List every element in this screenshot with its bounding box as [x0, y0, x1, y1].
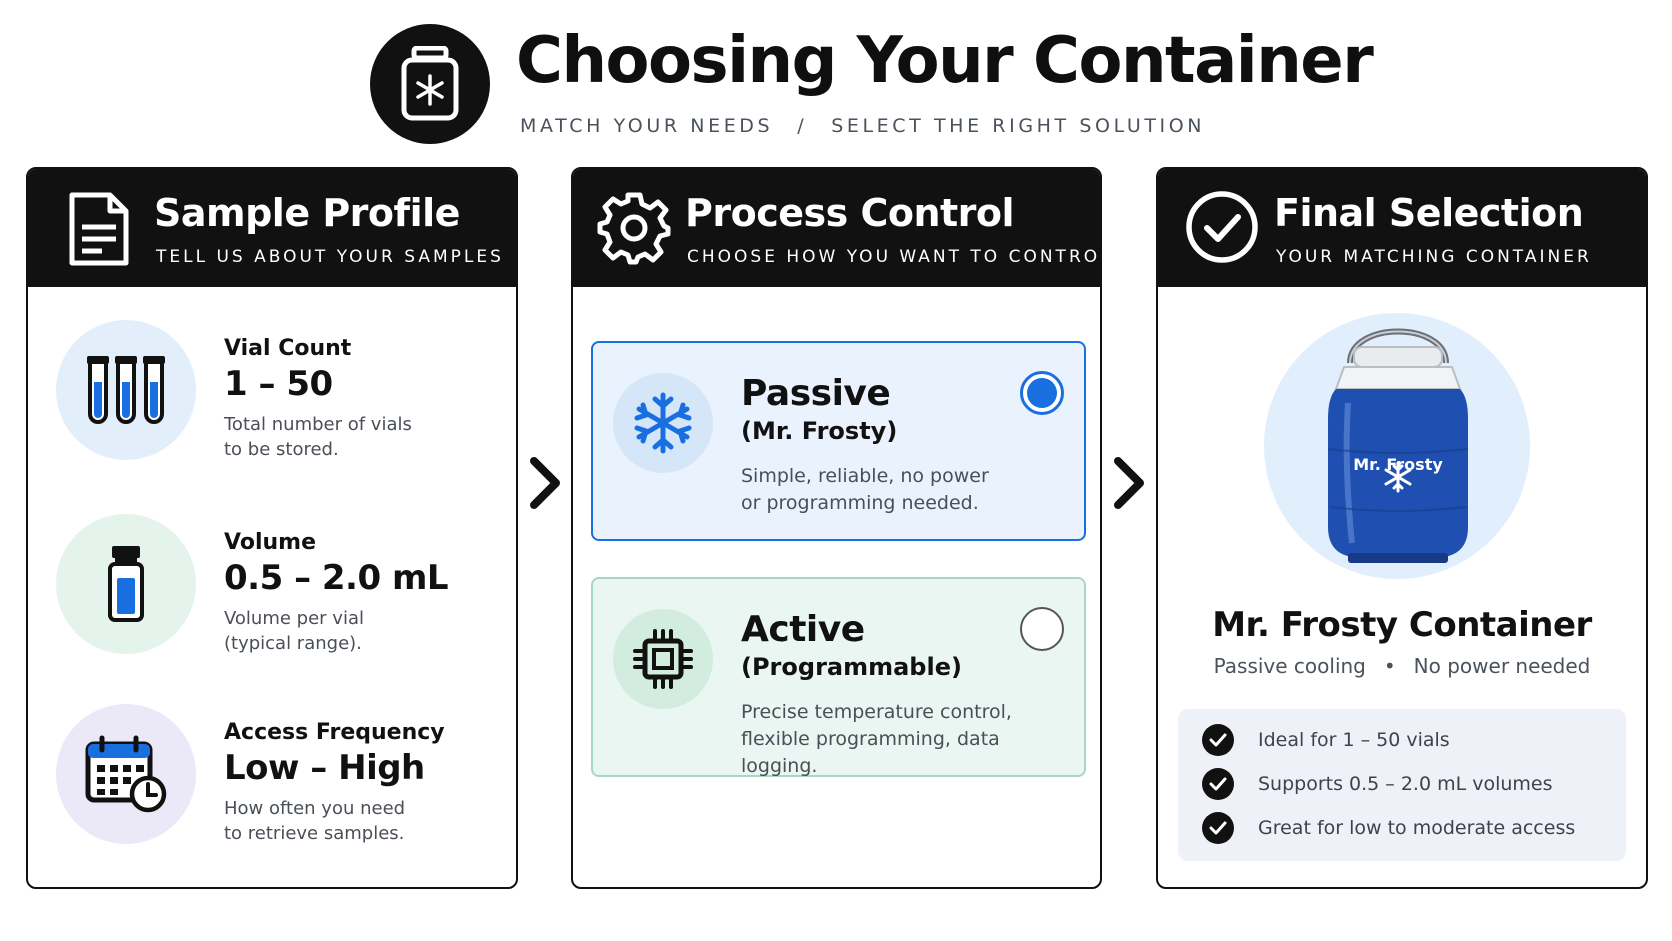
vial-count-value: 1 – 50: [224, 364, 333, 404]
process-control-title: Process Control: [685, 191, 1015, 235]
calendar-clock-icon: [85, 735, 167, 813]
vial-count-icon-circle: [56, 320, 196, 460]
final-selection-title: Final Selection: [1274, 191, 1584, 235]
radio-dot: [1027, 378, 1057, 408]
snowflake-icon: [634, 392, 692, 454]
vial-count-desc-line1: Total number of vials: [224, 414, 412, 435]
product-name: Mr. Frosty Container: [1212, 605, 1592, 645]
subtitle-separator: /: [797, 115, 808, 137]
feature-text: Supports 0.5 – 2.0 mL volumes: [1258, 773, 1553, 795]
process-control-subtitle: CHOOSE HOW YOU WANT TO CONTROL: [687, 247, 1102, 267]
page-title: Choosing Your Container: [516, 24, 1374, 98]
subtitle-left: MATCH YOUR NEEDS: [520, 115, 774, 137]
check-icon: [1202, 812, 1234, 844]
volume-label: Volume: [224, 530, 316, 555]
active-icon-circle: [613, 609, 713, 709]
active-desc-line2: flexible programming, data logging.: [741, 728, 1000, 777]
page-header: Choosing Your Container MATCH YOUR NEEDS…: [370, 22, 1374, 144]
check-icon: [1202, 724, 1234, 756]
passive-desc-line1: Simple, reliable, no power: [741, 465, 989, 487]
check-icon: [1202, 768, 1234, 800]
final-selection-header: Final Selection YOUR MATCHING CONTAINER: [1158, 169, 1646, 287]
access-frequency-label: Access Frequency: [224, 720, 445, 745]
gear-icon: [597, 192, 671, 265]
chevron-right-icon: [1114, 457, 1144, 509]
list-item: Supports 0.5 – 2.0 mL volumes: [1202, 767, 1622, 801]
passive-icon-circle: [613, 373, 713, 473]
sample-profile-panel: Sample Profile TELL US ABOUT YOUR SAMPLE…: [26, 167, 518, 889]
access-frequency-icon-circle: [56, 704, 196, 844]
subtitle-right: SELECT THE RIGHT SOLUTION: [831, 115, 1206, 137]
product-tag-power: No power needed: [1413, 654, 1591, 678]
vial-count-label: Vial Count: [224, 336, 352, 361]
document-icon: [69, 192, 129, 266]
vial-count-desc-line2: to be stored.: [224, 439, 339, 460]
sample-profile-title: Sample Profile: [154, 191, 460, 235]
passive-desc-line2: or programming needed.: [741, 492, 979, 514]
feature-list: Ideal for 1 – 50 vials Supports 0.5 – 2.…: [1178, 709, 1626, 861]
volume-value: 0.5 – 2.0 mL: [224, 558, 449, 598]
access-frequency-desc-line1: How often you need: [224, 798, 406, 819]
test-tubes-icon: [87, 356, 165, 424]
passive-option-description: Simple, reliable, no power or programmin…: [741, 463, 1071, 517]
process-control-panel: Process Control CHOOSE HOW YOU WANT TO C…: [571, 167, 1102, 889]
list-item: Great for low to moderate access: [1202, 811, 1622, 845]
vial-count-description: Total number of vials to be stored.: [224, 412, 464, 462]
process-control-header: Process Control CHOOSE HOW YOU WANT TO C…: [573, 169, 1100, 287]
passive-option-card[interactable]: Passive (Mr. Frosty) Simple, reliable, n…: [591, 341, 1086, 541]
passive-option-name: Passive: [741, 373, 891, 414]
chevron-right-icon: [530, 457, 560, 509]
tag-separator: •: [1383, 654, 1396, 678]
container-image: [1327, 328, 1469, 563]
access-frequency-value: Low – High: [224, 748, 425, 788]
product-tag-cooling: Passive cooling: [1213, 654, 1366, 678]
passive-radio-selected[interactable]: [1020, 371, 1064, 415]
chip-icon: [633, 629, 693, 689]
active-option-card[interactable]: Active (Programmable) Precise temperatur…: [591, 577, 1086, 777]
volume-description: Volume per vial (typical range).: [224, 606, 464, 656]
snowflake-jar-icon: [370, 24, 490, 144]
list-item: Ideal for 1 – 50 vials: [1202, 723, 1622, 757]
vial-icon: [108, 546, 144, 622]
active-option-name: Active: [741, 609, 865, 650]
sample-profile-subtitle: TELL US ABOUT YOUR SAMPLES: [156, 247, 504, 267]
active-option-description: Precise temperature control, flexible pr…: [741, 699, 1071, 780]
check-circle-icon: [1186, 191, 1258, 263]
vial-count-row: Vial Count 1 – 50 Total number of vials …: [28, 320, 516, 480]
final-selection-panel: Final Selection YOUR MATCHING CONTAINER …: [1156, 167, 1648, 889]
passive-option-subname: (Mr. Frosty): [741, 417, 898, 445]
feature-text: Great for low to moderate access: [1258, 817, 1576, 839]
access-frequency-description: How often you need to retrieve samples.: [224, 796, 464, 846]
volume-desc-line1: Volume per vial: [224, 608, 364, 629]
volume-desc-line2: (typical range).: [224, 633, 362, 654]
product-tags: Passive cooling • No power needed: [1158, 654, 1646, 678]
access-frequency-desc-line2: to retrieve samples.: [224, 823, 405, 844]
volume-row: Volume 0.5 – 2.0 mL Volume per vial (typ…: [28, 514, 516, 674]
feature-text: Ideal for 1 – 50 vials: [1258, 729, 1450, 751]
product-label: Mr. Frosty: [1353, 455, 1443, 474]
active-radio-unselected[interactable]: [1020, 607, 1064, 651]
volume-icon-circle: [56, 514, 196, 654]
active-desc-line1: Precise temperature control,: [741, 701, 1012, 723]
page-subtitle: MATCH YOUR NEEDS / SELECT THE RIGHT SOLUTI…: [520, 115, 1205, 137]
final-selection-subtitle: YOUR MATCHING CONTAINER: [1276, 247, 1592, 267]
snowflake-icon: [1384, 461, 1412, 493]
active-option-subname: (Programmable): [741, 653, 962, 681]
sample-profile-header: Sample Profile TELL US ABOUT YOUR SAMPLE…: [28, 169, 516, 287]
access-frequency-row: Access Frequency Low – High How often yo…: [28, 704, 516, 864]
